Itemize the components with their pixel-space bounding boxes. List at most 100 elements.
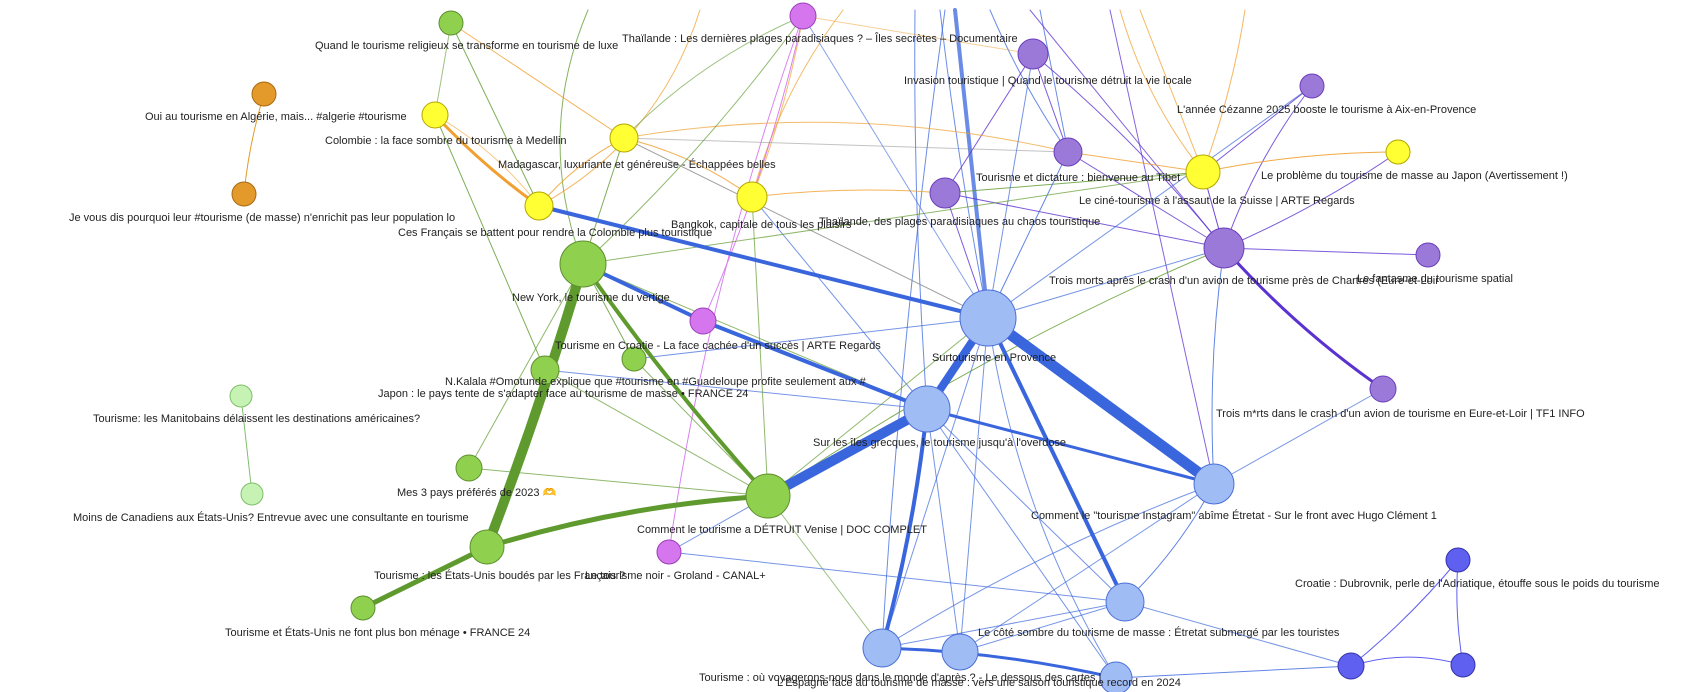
node-religieux[interactable]: [438, 10, 464, 36]
edge-chartres-thailande_chaos: [944, 192, 1225, 249]
edge-provence-top-4: [939, 9, 989, 319]
edge-provence-record: [959, 317, 989, 653]
node-bangkok[interactable]: [736, 181, 768, 213]
edge-grecques-venise: [763, 404, 932, 501]
node-groland[interactable]: [656, 539, 682, 565]
edge-manitobains-canadiens: [240, 395, 253, 495]
edge-thailande_plages-groland: [668, 15, 804, 553]
edge-etretat_sombre-record: [959, 601, 1126, 653]
edge-newyork-suisse: [582, 171, 1204, 265]
edge-x_bottom-voyagerons: [880, 646, 1118, 680]
node-record[interactable]: [941, 633, 979, 671]
edge-thailande_plages-croatie_arte: [702, 15, 804, 322]
edge-suisse-tibet: [1067, 151, 1204, 173]
node-thailande-plages[interactable]: [789, 2, 817, 30]
node-japon-adapter[interactable]: [530, 355, 560, 385]
edge-newyork-venise: [581, 262, 770, 498]
node-x-bottom[interactable]: [1099, 661, 1133, 692]
edge-provence-x_bottom: [987, 317, 1117, 679]
edge-groland-etretat_sombre: [668, 551, 1126, 603]
node-label-tf1: Trois m*rts dans le crash d'un avion de …: [1216, 408, 1585, 420]
node-francais-colombie[interactable]: [524, 191, 554, 221]
edge-newyork-top-0: [559, 9, 589, 265]
node-label-chartres: Trois morts après le crash d'un avion de…: [1049, 275, 1439, 287]
edge-trois_pays-venise: [468, 467, 769, 497]
edge-newyork-etats_unis_boudes: [482, 259, 588, 552]
node-label-voyagerons: Tourisme : où voyagerons-nous dans le mo…: [699, 672, 1101, 684]
edge-provence-thailande_plages: [802, 15, 989, 319]
edge-croatie_arte-grecques: [701, 319, 929, 411]
node-label-grecques: Sur les îles grecques, le tourisme jusqu…: [813, 437, 1066, 449]
edge-chartres-venise: [767, 247, 1225, 497]
edge-suisse-cezanne: [1202, 85, 1313, 173]
node-canadiens[interactable]: [240, 482, 264, 506]
node-japon-masse[interactable]: [1385, 139, 1411, 165]
node-etretat-instagram[interactable]: [1193, 463, 1235, 505]
edge-provence-cezanne: [987, 85, 1313, 319]
node-newyork[interactable]: [559, 240, 607, 288]
node-label-newyork: New York, le tourisme du vertige: [512, 292, 670, 304]
edge-thailande_chaos-bangkok: [751, 189, 946, 198]
node-etats-unis-menage[interactable]: [350, 595, 376, 621]
node-cezanne[interactable]: [1299, 73, 1325, 99]
node-label-japon-adapter: Japon : le pays tente de s'adapter face …: [378, 388, 748, 400]
edge-bangkok-thailande_plages: [751, 15, 804, 198]
node-label-suisse: Le ciné-tourisme à l'assaut de la Suisse…: [1079, 195, 1355, 207]
node-thailande-chaos[interactable]: [929, 177, 961, 209]
node-suisse[interactable]: [1185, 154, 1221, 190]
edge-provence-etretat_sombre: [986, 316, 1127, 604]
node-spatial[interactable]: [1415, 242, 1441, 268]
node-label-manitobains: Tourisme: les Manitobains délaissent les…: [93, 413, 420, 425]
node-invasion[interactable]: [1017, 38, 1049, 70]
node-label-etats-unis-boudes: Tourisme : les États-Unis boudés par les…: [374, 569, 625, 582]
edge-suisse-top-11: [1202, 9, 1246, 173]
edge-provence-etretat_instagram: [982, 312, 1220, 490]
edge-etats_unis_boudes-venise: [484, 493, 771, 550]
node-grecques[interactable]: [903, 385, 951, 433]
edge-provence-invasion: [987, 53, 1034, 319]
node-label-etats-unis-menage: Tourisme et États-Unis ne font plus bon …: [225, 626, 530, 639]
node-label-groland: Le tourisme noir - Groland - CANAL+: [585, 570, 766, 582]
edge-grecques-top-3: [914, 9, 928, 410]
node-etretat-sombre[interactable]: [1105, 582, 1145, 622]
nodes-layer: [229, 2, 1476, 692]
node-kalala[interactable]: [621, 346, 647, 372]
edge-invasion-thailande_plages: [802, 15, 1034, 55]
edge-grecques-voyagerons: [880, 407, 929, 650]
edge-etretat_instagram-voyagerons: [881, 483, 1215, 649]
node-dubrovnik[interactable]: [1445, 547, 1471, 573]
node-venise[interactable]: [745, 473, 791, 519]
node-label-venise: Comment le tourisme a DÉTRUIT Venise | D…: [637, 523, 927, 536]
edge-tibet-top-7: [989, 9, 1069, 153]
edge-grecques-etretat_instagram: [925, 407, 1216, 486]
node-voyagerons[interactable]: [862, 628, 902, 668]
edge-madagascar-provence: [623, 137, 989, 319]
node-algerie[interactable]: [251, 81, 277, 107]
node-label-madagascar: Madagascar, luxuriante et généreuse - Éc…: [498, 158, 776, 171]
edge-francais_colombie-colombie: [434, 114, 540, 207]
node-trois-pays[interactable]: [455, 454, 483, 482]
node-label-bangkok: Bangkok, capitale de tous les plaisirs: [671, 219, 852, 231]
edge-provence-voyagerons: [881, 317, 989, 649]
edge-chartres-tibet: [1067, 151, 1225, 249]
node-colombie[interactable]: [421, 101, 449, 129]
node-tibet[interactable]: [1053, 137, 1083, 167]
node-manitobains[interactable]: [229, 384, 253, 408]
edge-newyork-thailande_plages: [582, 15, 804, 265]
node-provence[interactable]: [959, 289, 1017, 347]
node-madagascar[interactable]: [609, 123, 639, 153]
edge-provence-top-5: [953, 8, 990, 320]
node-label-dubrovnik: Croatie : Dubrovnik, perle de l'Adriatiq…: [1295, 578, 1660, 590]
node-indigo-b[interactable]: [1450, 652, 1476, 678]
node-enrichit[interactable]: [231, 181, 257, 207]
node-chartres[interactable]: [1203, 227, 1245, 269]
edge-chartres-cezanne: [1223, 85, 1313, 249]
node-tf1[interactable]: [1369, 375, 1397, 403]
node-etats-unis-boudes[interactable]: [469, 529, 505, 565]
edges-layer: [240, 8, 1464, 680]
node-indigo-a[interactable]: [1337, 652, 1365, 680]
edge-madagascar-francais_colombie: [538, 137, 625, 207]
edge-japon_adapter-grecques: [544, 369, 928, 410]
edge-x_bottom-indigo_a: [1115, 665, 1352, 679]
node-croatie-arte[interactable]: [689, 307, 717, 335]
